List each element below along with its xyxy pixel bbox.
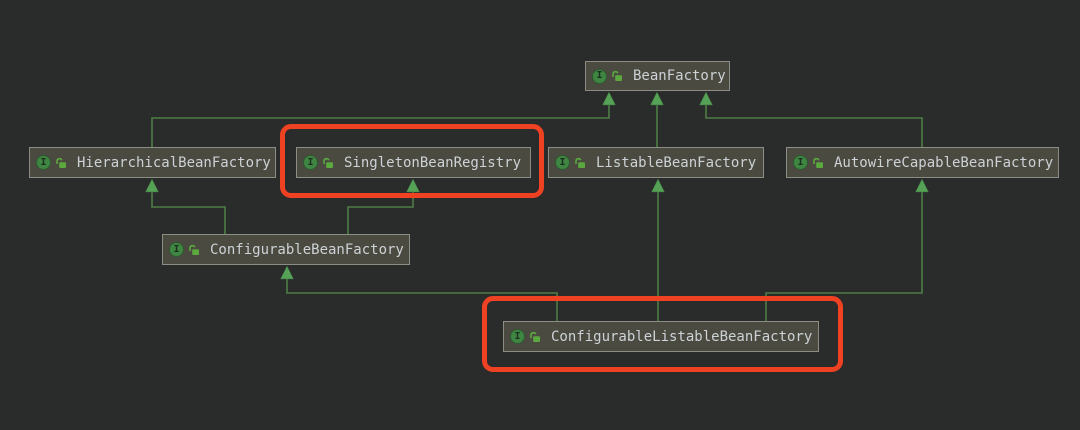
lock-open-icon bbox=[575, 157, 585, 168]
extends-arrowhead bbox=[406, 178, 420, 193]
node-configurable-bean-factory[interactable]: I ConfigurableBeanFactory bbox=[162, 234, 410, 265]
extends-edge bbox=[286, 278, 558, 321]
node-singleton-bean-registry[interactable]: I SingletonBeanRegistry bbox=[296, 147, 531, 178]
node-bean-factory[interactable]: I BeanFactory bbox=[585, 61, 730, 91]
node-configurable-listable-bean-factory[interactable]: I ConfigurableListableBeanFactory bbox=[503, 321, 819, 352]
extends-edge bbox=[151, 191, 226, 234]
extends-arrowhead bbox=[602, 91, 616, 106]
extends-arrowhead bbox=[650, 91, 664, 106]
lock-open-icon bbox=[56, 157, 66, 168]
node-label: ListableBeanFactory bbox=[596, 154, 757, 171]
interface-icon: I bbox=[555, 155, 570, 170]
highlight-box-configurable-listable-bean-factory bbox=[482, 296, 843, 372]
interface-icon: I bbox=[303, 155, 318, 170]
lock-open-icon bbox=[189, 244, 199, 255]
highlight-box-singleton-bean-registry bbox=[280, 124, 544, 198]
interface-icon: I bbox=[592, 68, 607, 84]
extends-arrowhead bbox=[651, 178, 665, 193]
extends-edge bbox=[347, 191, 414, 234]
node-autowire-capable-bean-factory[interactable]: I AutowireCapableBeanFactory bbox=[786, 147, 1059, 178]
node-label: ConfigurableListableBeanFactory bbox=[551, 328, 813, 345]
extends-edge bbox=[151, 104, 610, 147]
node-label: SingletonBeanRegistry bbox=[344, 154, 522, 171]
extends-edge bbox=[765, 191, 923, 321]
node-label: HierarchicalBeanFactory bbox=[77, 154, 271, 171]
lock-open-icon bbox=[813, 157, 823, 168]
node-listable-bean-factory[interactable]: I ListableBeanFactory bbox=[548, 147, 764, 178]
extends-arrowhead bbox=[915, 178, 929, 193]
node-hierarchical-bean-factory[interactable]: I HierarchicalBeanFactory bbox=[29, 147, 276, 178]
node-label: AutowireCapableBeanFactory bbox=[834, 154, 1054, 171]
extends-edge bbox=[705, 104, 923, 147]
extends-arrowhead bbox=[699, 91, 713, 106]
interface-icon: I bbox=[510, 329, 525, 344]
lock-open-icon bbox=[612, 70, 622, 81]
extends-arrowhead bbox=[145, 178, 159, 193]
interface-icon: I bbox=[36, 155, 51, 170]
interface-icon: I bbox=[793, 155, 808, 170]
interface-icon: I bbox=[169, 242, 184, 257]
lock-open-icon bbox=[530, 331, 540, 342]
node-label: ConfigurableBeanFactory bbox=[210, 241, 404, 258]
lock-open-icon bbox=[323, 157, 333, 168]
node-label: BeanFactory bbox=[633, 68, 726, 84]
extends-arrowhead bbox=[280, 265, 294, 280]
